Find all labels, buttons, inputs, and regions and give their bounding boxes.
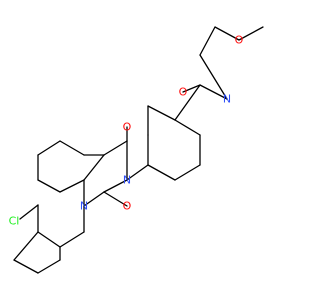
bond-line-10 bbox=[174, 164, 201, 181]
bond-line-17 bbox=[103, 140, 128, 156]
bond-lines bbox=[13, 26, 264, 274]
atom-label-c4-oxygen: O bbox=[123, 121, 132, 134]
atom-label-n1: N bbox=[80, 200, 88, 213]
bond-line-28 bbox=[59, 179, 85, 193]
atom-label-amide-oxygen: O bbox=[179, 86, 188, 99]
bond-line-31 bbox=[37, 231, 61, 248]
bond-line-1 bbox=[214, 26, 240, 41]
bond-line-24 bbox=[59, 140, 85, 156]
bond-line-4 bbox=[199, 84, 228, 100]
bond-line-6 bbox=[174, 84, 201, 121]
bond-line-13 bbox=[147, 105, 176, 121]
bond-line-37 bbox=[19, 204, 39, 220]
bond-line-19 bbox=[103, 191, 128, 207]
bond-line-27 bbox=[37, 179, 61, 193]
bond-line-30 bbox=[59, 231, 85, 248]
bond-line-35 bbox=[13, 259, 39, 274]
bond-line-22 bbox=[83, 154, 105, 181]
molecule-structure: O O N O N O N Cl bbox=[9, 26, 264, 274]
atom-label-n3: N bbox=[123, 174, 131, 187]
bond-line-25 bbox=[37, 140, 61, 156]
bond-line-9 bbox=[147, 164, 176, 181]
atom-label-methoxy-oxygen: O bbox=[235, 34, 244, 47]
bond-line-18 bbox=[103, 179, 128, 193]
bond-line-34 bbox=[37, 259, 61, 274]
atom-label-c2-oxygen: O bbox=[123, 200, 132, 213]
bond-line-5 bbox=[182, 84, 201, 93]
bond-line-36 bbox=[13, 231, 39, 261]
bond-line-14 bbox=[126, 164, 149, 181]
atom-label-amide-nitrogen: N bbox=[223, 93, 231, 106]
bond-line-12 bbox=[174, 119, 201, 136]
bond-line-20 bbox=[83, 191, 105, 207]
bond-line-0 bbox=[238, 26, 264, 41]
bond-line-2 bbox=[199, 26, 216, 56]
atom-labels: O O N O N O N Cl bbox=[9, 34, 244, 228]
bond-line-3 bbox=[199, 54, 228, 100]
atom-label-chlorine: Cl bbox=[9, 215, 20, 228]
